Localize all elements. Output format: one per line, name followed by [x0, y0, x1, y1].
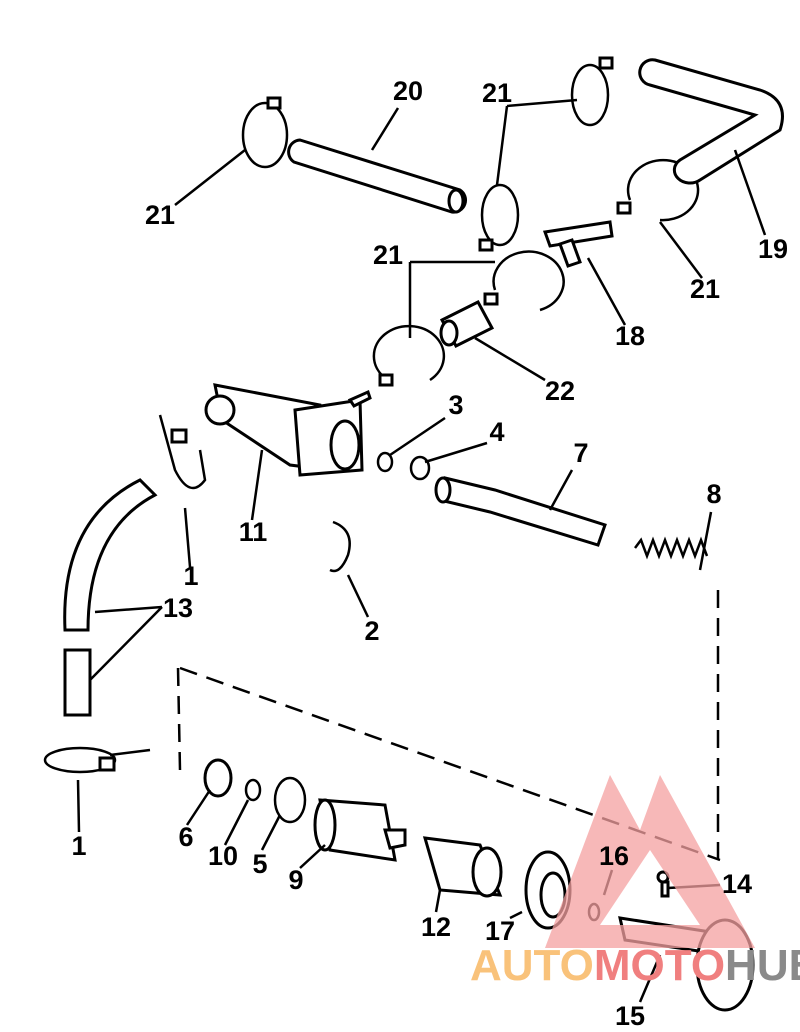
callout-9: 9 — [288, 865, 303, 895]
part-14-screw — [656, 870, 670, 898]
callout-13: 13 — [163, 593, 193, 623]
callout-21: 21 — [690, 274, 720, 304]
callout-17: 17 — [485, 916, 515, 946]
callout-4: 4 — [489, 417, 504, 447]
part-5-o-ring — [273, 776, 307, 824]
part-12-nut — [422, 836, 503, 898]
part-8-spring — [634, 536, 709, 560]
callout-16: 16 — [599, 841, 629, 871]
part-13-hose — [63, 478, 158, 717]
callout-2: 2 — [364, 616, 379, 646]
callout-1: 1 — [71, 831, 86, 861]
watermark-hub: HUB — [725, 941, 800, 990]
watermark-text: AUTOMOTOHUB — [470, 941, 800, 990]
watermark-moto: MOTO — [594, 941, 725, 990]
part-18-tee-fitting — [542, 220, 614, 268]
part-21-clamp — [570, 56, 614, 127]
callout-7: 7 — [573, 438, 588, 468]
assembly-dashed-line — [176, 590, 721, 862]
callout-10: 10 — [208, 841, 238, 871]
callout-6: 6 — [178, 822, 193, 852]
part-1-clamp — [43, 746, 151, 774]
part-1-clamp — [158, 414, 207, 490]
callout-12: 12 — [421, 912, 451, 942]
part-11-housing — [204, 383, 372, 477]
part-2-clip — [329, 520, 351, 573]
part-21-clamp — [483, 250, 565, 312]
part-6-washer — [203, 758, 233, 798]
leader-lines — [76, 98, 767, 1003]
part-9-valve — [313, 798, 407, 862]
callout-8: 8 — [706, 479, 721, 509]
callout-18: 18 — [615, 321, 645, 351]
callout-21: 21 — [373, 240, 403, 270]
callout-20: 20 — [393, 76, 423, 106]
part-19-hose — [638, 58, 784, 185]
callout-3: 3 — [448, 390, 463, 420]
part-20-hose — [287, 138, 467, 214]
callout-21: 21 — [145, 200, 175, 230]
callout-11: 11 — [239, 517, 268, 547]
callout-14: 14 — [722, 869, 752, 899]
part-7-shaft — [434, 476, 607, 547]
watermark-logo: AUTOMOTOHUB — [470, 775, 800, 990]
part-10-o-ring — [244, 778, 262, 802]
callout-5: 5 — [252, 849, 267, 879]
callout-22: 22 — [545, 376, 575, 406]
part-22-sleeve — [439, 300, 495, 348]
callout-1: 1 — [183, 561, 198, 591]
part-4-o-ring — [409, 455, 431, 481]
part-21-clamp — [241, 96, 289, 169]
part-3-o-ring — [376, 451, 394, 473]
part-21-clamp — [478, 183, 520, 252]
callout-15: 15 — [615, 1001, 645, 1031]
watermark-triangle — [545, 775, 755, 948]
watermark-auto: AUTO — [470, 941, 594, 990]
callout-21: 21 — [482, 78, 512, 108]
callout-19: 19 — [758, 234, 788, 264]
